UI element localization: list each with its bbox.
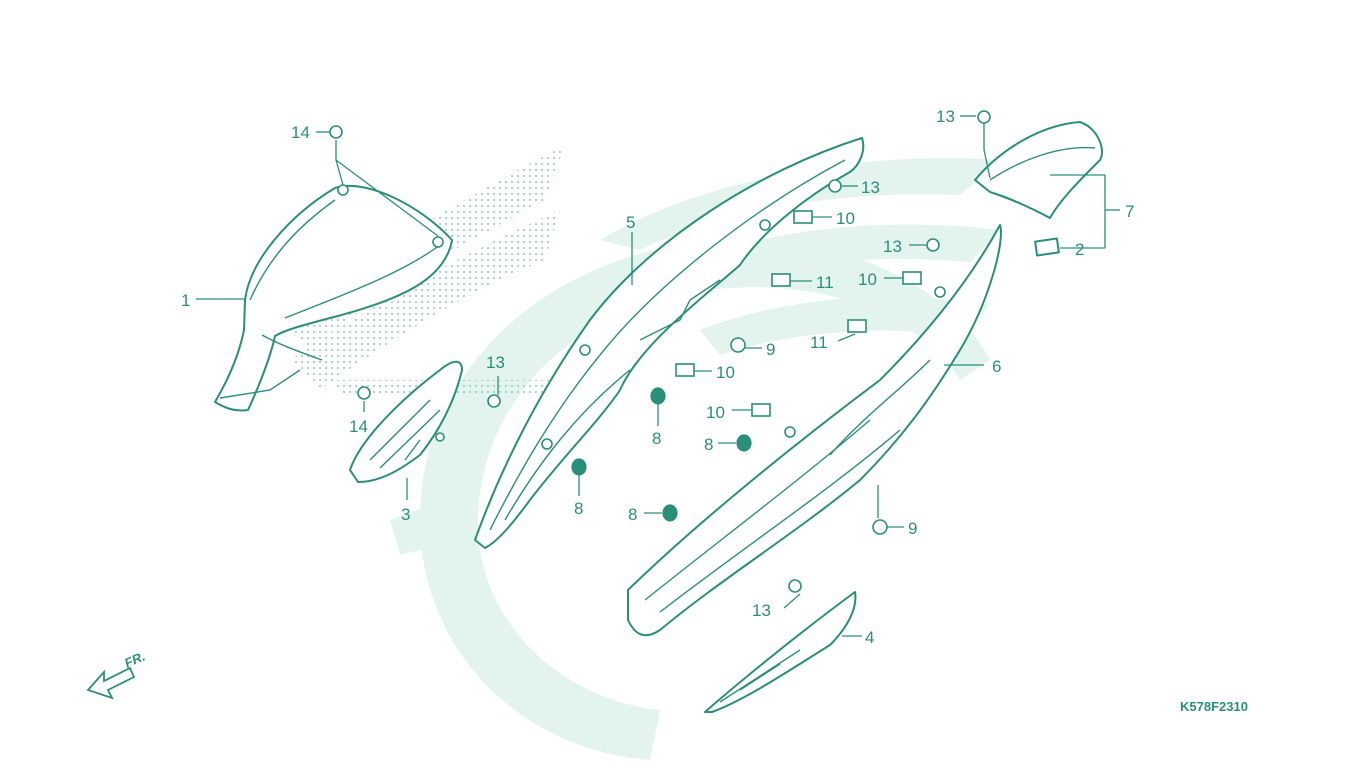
drawing-code: K578F2310 <box>1180 699 1248 714</box>
callout-5: 5 <box>626 213 635 232</box>
part-6-right-body-cover <box>627 224 1002 637</box>
front-label: FR. <box>122 649 147 671</box>
callout-9a: 9 <box>766 340 775 359</box>
part-1-front-cover <box>214 184 453 412</box>
front-arrow-icon <box>86 666 136 700</box>
callout-2: 2 <box>1075 240 1084 259</box>
callout-13e: 13 <box>752 601 771 620</box>
callout-10b: 10 <box>858 270 877 289</box>
part-5-left-body-cover <box>474 137 865 549</box>
callout-11b: 11 <box>810 333 828 352</box>
grommet-8d <box>662 504 678 522</box>
callout-13c: 13 <box>861 178 880 197</box>
bolt-9b <box>872 519 888 535</box>
callout-13d: 13 <box>883 237 902 256</box>
grommet-8c <box>571 458 587 476</box>
clip-nut-10d <box>751 403 771 417</box>
grommet-8b <box>736 434 752 452</box>
screw-13-mid <box>926 238 940 252</box>
callout-8a: 8 <box>652 429 661 448</box>
clip-nut-11a <box>771 273 791 287</box>
clip-nut-10c <box>675 363 695 377</box>
clip-nut-10a <box>793 210 813 224</box>
callout-9b: 9 <box>908 519 917 538</box>
part-7-rear-cover <box>974 121 1103 219</box>
callout-14a: 14 <box>291 123 310 142</box>
callout-8b: 8 <box>704 435 713 454</box>
callout-4: 4 <box>865 628 874 647</box>
grommet-8a <box>650 387 666 405</box>
leader-lines <box>196 115 1120 637</box>
part-2-pad <box>1034 237 1060 257</box>
callout-8d: 8 <box>628 505 637 524</box>
callout-7: 7 <box>1125 202 1134 221</box>
callout-10d: 10 <box>706 403 725 422</box>
callout-1: 1 <box>181 291 190 310</box>
screw-14-top <box>329 125 343 139</box>
callout-11a: 11 <box>816 273 834 292</box>
screw-14-lower <box>357 386 371 400</box>
screw-13-left <box>487 394 501 408</box>
bolt-9a <box>730 337 746 353</box>
callout-8c: 8 <box>574 499 583 518</box>
callout-13a: 13 <box>486 353 505 372</box>
callout-10c: 10 <box>716 363 735 382</box>
screw-13-top-right <box>977 110 991 124</box>
fasteners <box>329 110 991 593</box>
screw-13-lower <box>788 579 802 593</box>
callout-14b: 14 <box>349 417 368 436</box>
callout-3: 3 <box>401 505 410 524</box>
part-3-inner-cover <box>349 360 463 483</box>
clip-nut-11b <box>847 319 867 333</box>
part-4-lower-strip <box>704 591 857 713</box>
front-direction-indicator: FR. <box>86 649 147 700</box>
callout-6: 6 <box>992 357 1001 376</box>
screw-13-upper <box>828 179 842 193</box>
clip-nut-10b <box>902 271 922 285</box>
callout-labels: 1 2 3 4 5 6 7 8 8 8 8 9 9 10 10 10 10 11… <box>181 107 1134 647</box>
callout-13b: 13 <box>936 107 955 126</box>
callout-10a: 10 <box>836 209 855 228</box>
